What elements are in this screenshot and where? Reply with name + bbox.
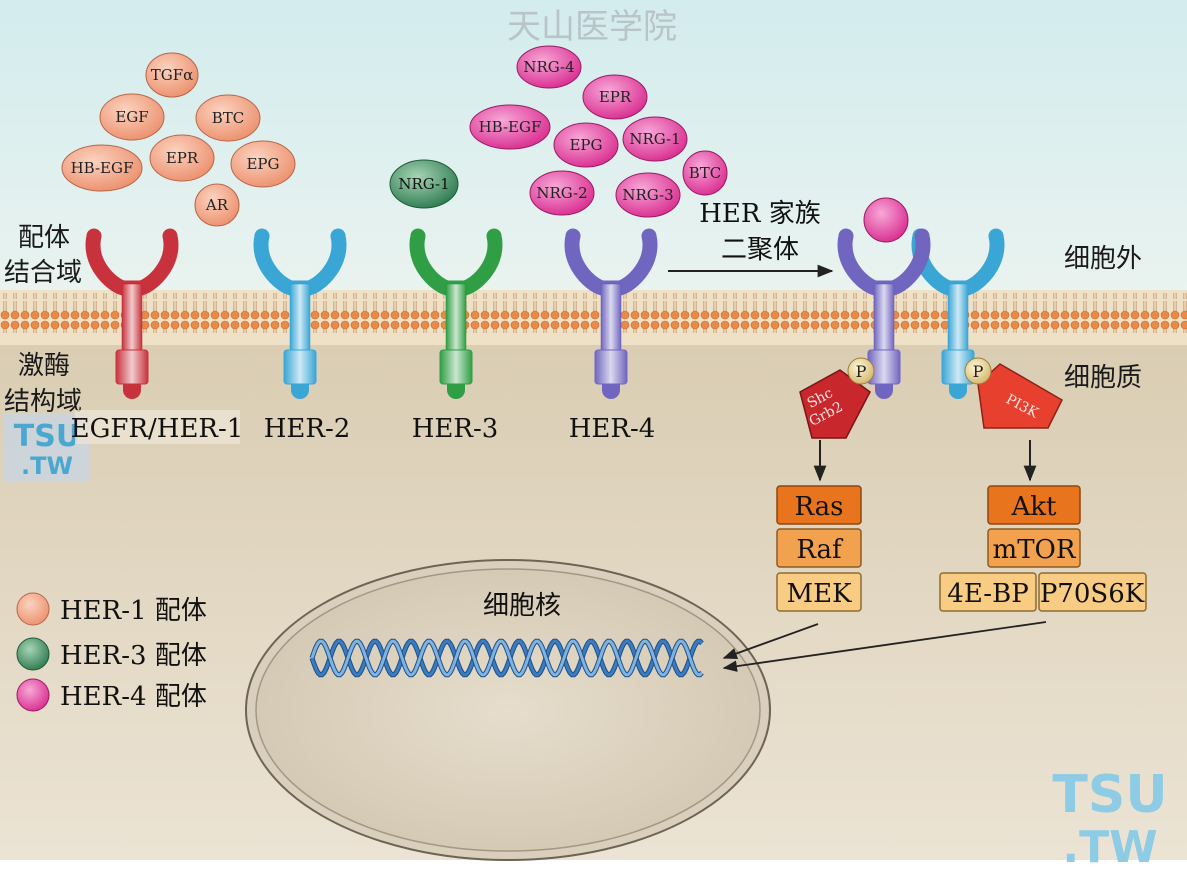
ligand-epg-4: EPG [553,122,619,168]
pathway-mek: MEK [776,572,862,612]
svg-text:HB-EGF: HB-EGF [479,118,542,136]
svg-text:Raf: Raf [796,535,844,565]
ligand-nrg1-4: NRG-1 [622,116,688,162]
pathway-ras: Ras [776,485,862,525]
svg-text:HER-4 配体: HER-4 配体 [60,682,207,712]
phospho-left: P [847,357,875,385]
dimer-label-2: 二聚体 [721,235,799,265]
ligand-nrg4: NRG-4 [516,45,582,89]
legend-her1: HER-1 配体 [16,592,207,626]
kinase-label-2: 结构域 [4,387,82,417]
pathway-4ebp: 4E-BP [939,572,1037,612]
legend: HER-1 配体 HER-3 配体 HER-4 配体 [16,592,207,712]
extracellular-label: 细胞外 [1064,244,1142,274]
ligand-epr: EPR [149,134,215,182]
ligand-btc-4: BTC [682,150,728,196]
ligand-hb-egf: HB-EGF [61,144,143,192]
arrow-mek-to-dna [722,623,819,660]
pathway-p70s6k: P70S6K [1038,572,1147,612]
pathway-mtor: mTOR [987,528,1081,568]
arrow-p70s6k-to-dna [722,621,1047,672]
ligand-epr-4: EPR [582,74,648,120]
logo-small-line2: .TW [21,452,73,480]
her-dimer [837,228,1005,399]
her4-ligand-cluster: NRG-4 EPR HB-EGF EPG NRG-1 BTC NRG-2 NR [469,45,728,218]
svg-text:Akt: Akt [1011,492,1058,522]
ligand-tgfa: TGFα [145,52,199,98]
svg-text:HER-1 配体: HER-1 配体 [60,596,207,626]
adapter-pi3k: PI3K [977,363,1063,429]
ligand-binding-label-1: 配体 [18,223,70,253]
svg-text:MEK: MEK [786,579,852,609]
legend-her3: HER-3 配体 [16,637,207,671]
cell-membrane [0,290,1187,345]
svg-text:mTOR: mTOR [993,535,1077,565]
ligand-nrg3-4: NRG-3 [615,172,681,218]
nucleus-label: 细胞核 [483,591,561,621]
receptor-label-her3: HER-3 [412,414,499,444]
svg-text:NRG-1: NRG-1 [398,175,449,193]
her3-ligand: NRG-1 [389,159,459,209]
ligand-ar: AR [194,183,240,227]
dimer-label-1: HER 家族 [699,199,821,229]
svg-text:NRG-4: NRG-4 [523,58,574,76]
dna-helix [309,638,704,678]
svg-text:HER-3 配体: HER-3 配体 [60,641,207,671]
adapter-shc-grb2: Shc Grb2 [799,369,871,439]
svg-text:EPR: EPR [166,149,199,167]
ligand-hb-egf-4: HB-EGF [469,104,551,150]
bound-her4-ligand [863,197,909,243]
svg-text:4E-BP: 4E-BP [947,579,1028,609]
ligand-egf: EGF [99,93,165,141]
dna-strand-2-highlight [310,639,704,677]
dimer-receptor-her4 [837,228,931,399]
svg-text:AR: AR [205,196,229,214]
ligand-binding-label-2: 结合域 [4,258,82,288]
receptor-her1 [85,228,179,399]
logo-small-line1: TSU [14,419,80,454]
svg-text:P: P [973,362,984,381]
tsu-logo-large: TSU .TW [1052,765,1167,873]
kinase-label-1: 激酶 [18,351,70,381]
svg-text:NRG-2: NRG-2 [536,184,587,202]
ligand-btc: BTC [195,94,261,142]
watermark-title: 天山医学院 [507,7,677,47]
svg-text:P: P [856,362,867,381]
svg-text:EPR: EPR [599,88,632,106]
receptor-label-her4: HER-4 [569,414,656,444]
pathway-raf: Raf [776,528,862,568]
cytoplasm-label: 细胞质 [1064,363,1142,393]
svg-text:EPG: EPG [569,136,602,154]
receptor-label-her2: HER-2 [264,414,351,444]
receptors [85,228,658,399]
pathway-akt: Akt [987,485,1081,525]
logo-large-line1: TSU [1052,765,1167,825]
svg-text:NRG-1: NRG-1 [629,130,680,148]
svg-text:EPG: EPG [246,155,279,173]
phospho-right: P [964,357,992,385]
svg-text:P70S6K: P70S6K [1040,579,1145,609]
svg-text:HB-EGF: HB-EGF [71,159,134,177]
receptor-her2 [253,228,347,399]
logo-large-line2: .TW [1062,822,1157,873]
nucleus: 细胞核 [245,559,771,861]
svg-text:BTC: BTC [689,164,722,182]
svg-text:Ras: Ras [794,492,843,522]
receptor-her3 [409,228,503,399]
legend-her4: HER-4 配体 [16,678,207,712]
svg-text:EGF: EGF [115,108,148,126]
ligand-nrg2-4: NRG-2 [529,170,595,216]
her1-ligand-cluster: TGFα EGF BTC EPR HB-EGF EPG AR [61,52,296,227]
svg-text:BTC: BTC [212,109,245,127]
receptor-her4 [564,228,658,399]
ligand-epg: EPG [230,140,296,188]
svg-text:NRG-3: NRG-3 [622,186,673,204]
receptor-label-her1: EGFR/HER-1 [71,414,244,444]
svg-text:TGFα: TGFα [151,66,194,84]
